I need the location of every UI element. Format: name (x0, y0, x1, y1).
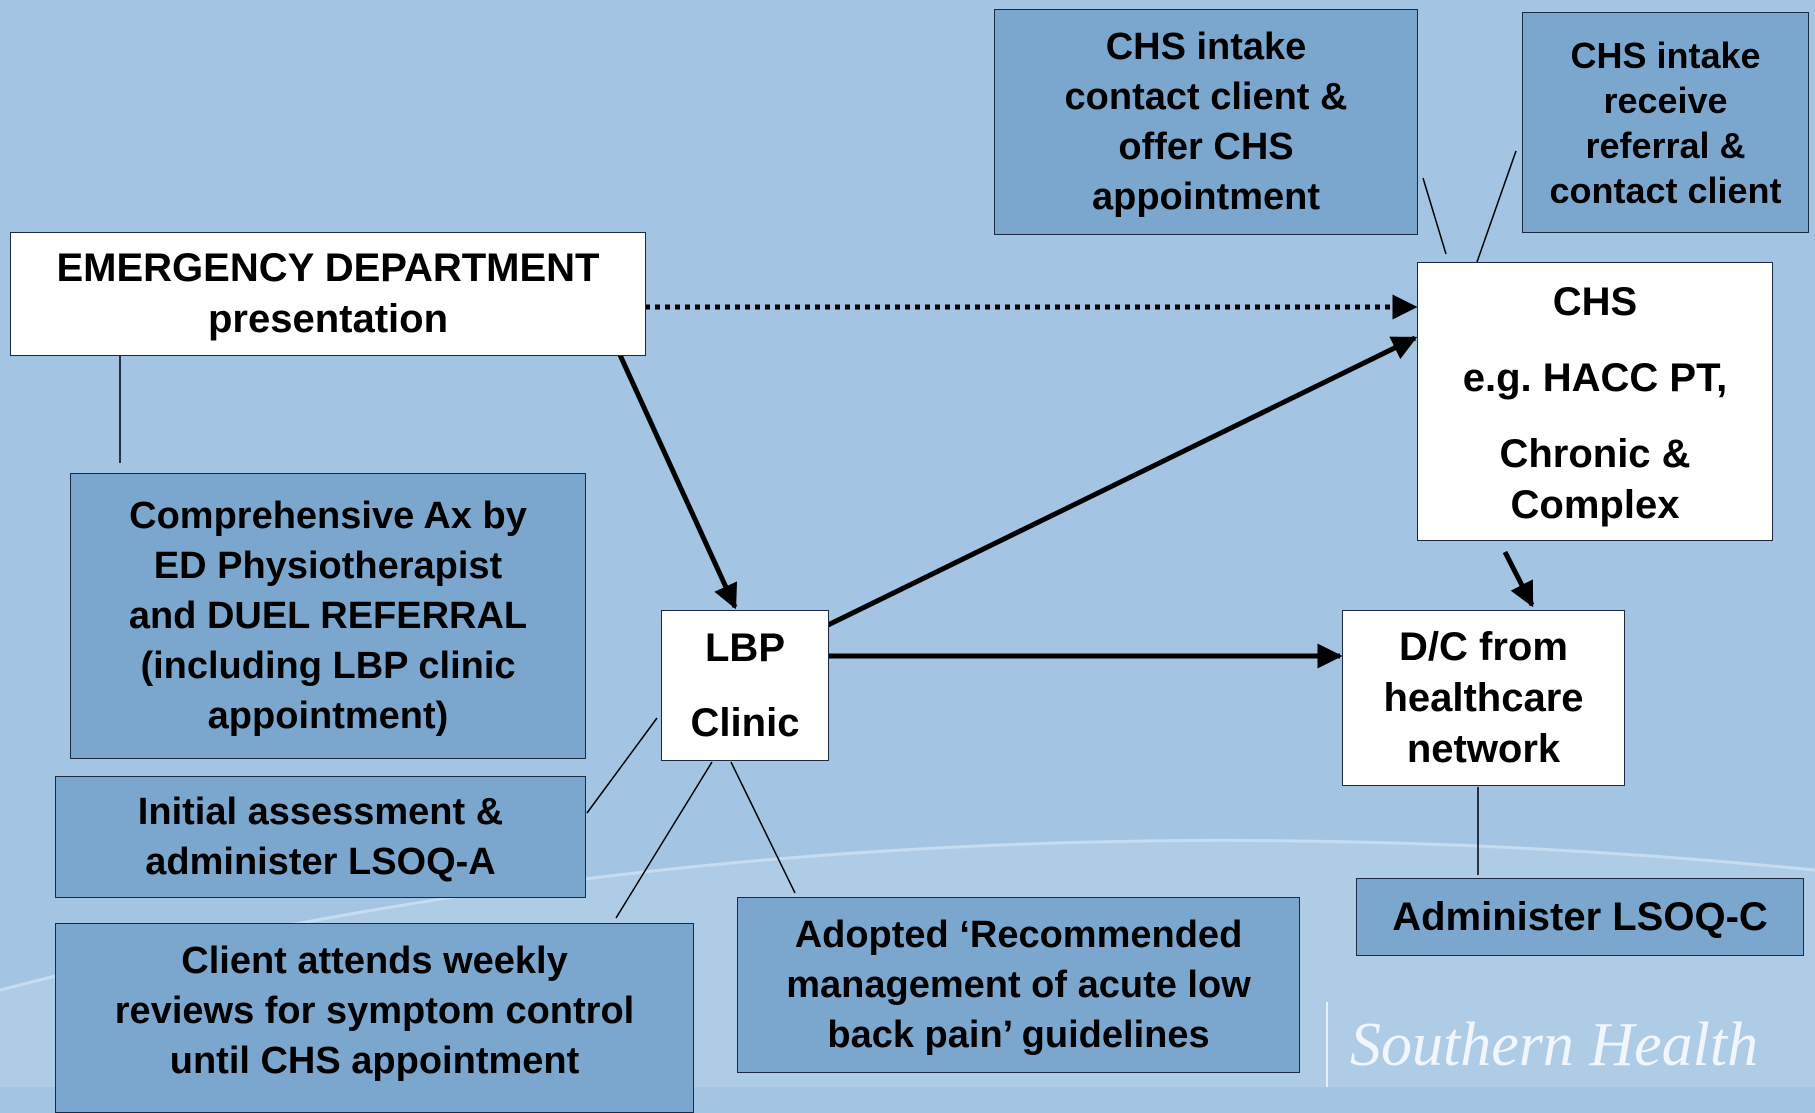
chs-line-1: CHS (1552, 280, 1638, 324)
comprehensive-line-5: appointment) (207, 695, 449, 737)
chs-intake-receive-box: CHS intake receive referral & contact cl… (1522, 12, 1809, 233)
initial-line-2: administer LSOQ-A (145, 841, 496, 883)
adopted-line-3: back pain’ guidelines (827, 1014, 1210, 1056)
intake-contact-line-2: contact client & (1064, 76, 1348, 118)
connector-contact-chs (1422, 177, 1447, 255)
administer-lsoq-c-box: Administer LSOQ-C (1356, 878, 1804, 956)
chs-line-4: Complex (1510, 483, 1680, 527)
adopted-guidelines-box: Adopted ‘Recommended management of acute… (737, 897, 1300, 1073)
weekly-line-3: until CHS appointment (169, 1040, 580, 1082)
arrow-ed-to-lbp (617, 353, 738, 610)
comprehensive-line-2: ED Physiotherapist (153, 545, 503, 587)
lbp-line-2: Clinic (690, 700, 800, 745)
arrow-chs-to-dc (1502, 550, 1535, 608)
initial-line-1: Initial assessment & (137, 791, 504, 833)
weekly-line-2: reviews for symptom control (114, 990, 635, 1032)
lsoq-c-line-1: Administer LSOQ-C (1392, 894, 1768, 939)
comprehensive-line-4: (including LBP clinic (140, 645, 516, 687)
intake-receive-line-3: referral & (1585, 124, 1746, 166)
connector-adopted-lbp (730, 761, 796, 894)
connector-weekly-lbp (615, 761, 713, 919)
initial-assessment-box: Initial assessment & administer LSOQ-A (55, 776, 586, 898)
chs-box: CHS e.g. HACC PT, Chronic & Complex (1417, 262, 1773, 541)
arrow-lbp-to-chs (826, 335, 1418, 628)
dc-line-3: network (1406, 726, 1561, 771)
lbp-clinic-box: LBP Clinic (661, 610, 829, 761)
chs-line-3: Chronic & (1499, 432, 1691, 476)
intake-contact-line-1: CHS intake (1105, 26, 1307, 68)
intake-receive-line-1: CHS intake (1570, 34, 1761, 76)
comprehensive-line-1: Comprehensive Ax by (129, 495, 527, 537)
southern-health-logo: Southern Health (1350, 1011, 1759, 1079)
comprehensive-line-3: and DUEL REFERRAL (128, 595, 528, 637)
intake-receive-line-2: receive (1603, 79, 1728, 121)
intake-receive-line-4: contact client (1549, 169, 1782, 211)
intake-contact-line-3: offer CHS (1118, 126, 1294, 168)
dc-line-2: healthcare (1383, 675, 1584, 720)
dc-line-1: D/C from (1399, 624, 1568, 669)
discharge-box: D/C from healthcare network (1342, 610, 1625, 786)
adopted-line-1: Adopted ‘Recommended (794, 914, 1243, 956)
intake-contact-line-4: appointment (1092, 176, 1320, 218)
connector-receive-chs (1476, 150, 1517, 263)
client-weekly-reviews-box: Client attends weekly reviews for sympto… (55, 923, 694, 1113)
chs-line-2: e.g. HACC PT, (1462, 356, 1728, 400)
weekly-line-1: Client attends weekly (181, 940, 568, 982)
chs-intake-contact-box: CHS intake contact client & offer CHS ap… (994, 9, 1418, 235)
lbp-line-1: LBP (705, 625, 785, 670)
ed-line-2: presentation (207, 297, 449, 341)
ed-line-1: EMERGENCY DEPARTMENT (56, 246, 600, 290)
connector-initial-lbp (586, 717, 658, 814)
emergency-department-box: EMERGENCY DEPARTMENT presentation (10, 232, 646, 356)
comprehensive-assessment-box: Comprehensive Ax by ED Physiotherapist a… (70, 473, 586, 759)
adopted-line-2: management of acute low (786, 964, 1251, 1006)
